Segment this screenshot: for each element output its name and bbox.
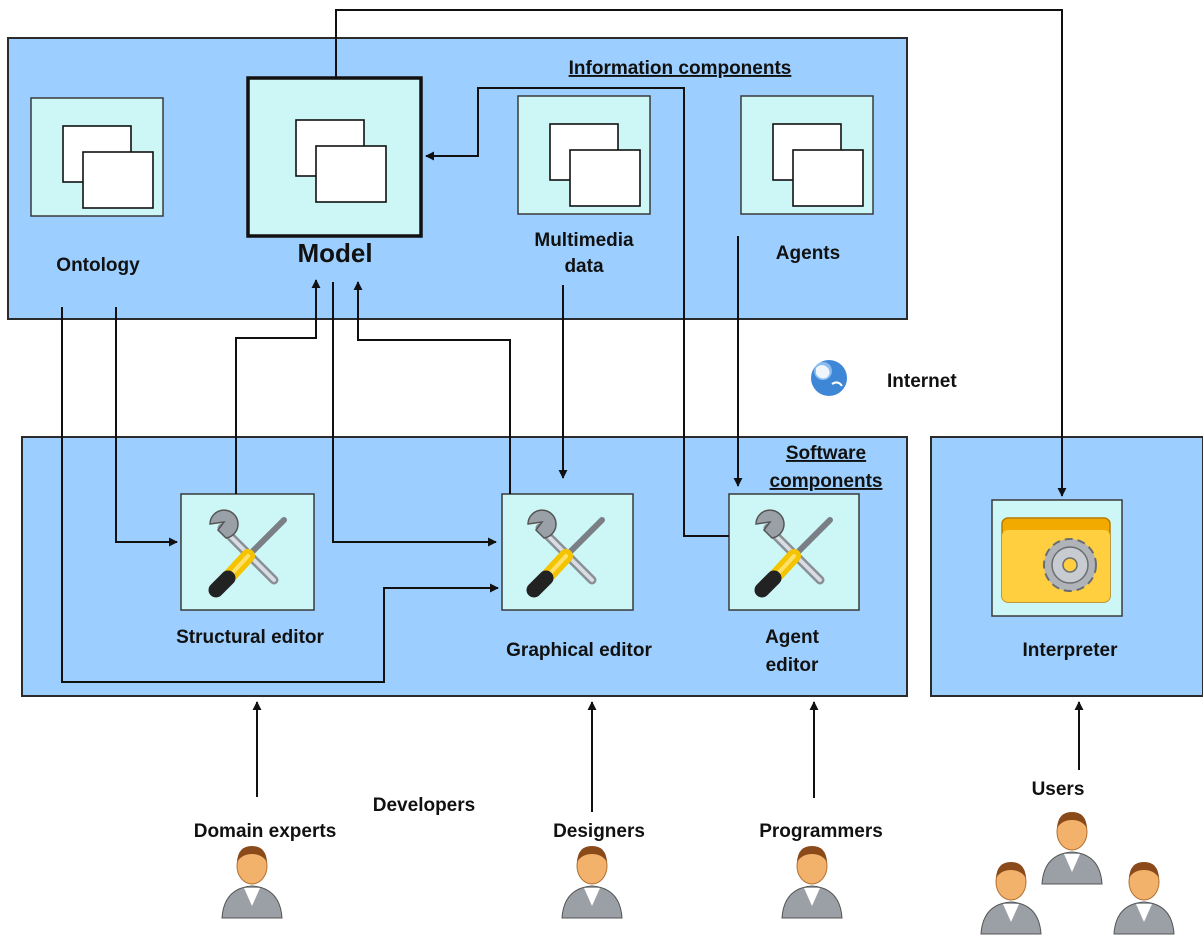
- internet-label: Internet: [887, 371, 957, 392]
- multimedia-label-line2: data: [564, 256, 604, 277]
- user-person-icon: [1113, 861, 1175, 935]
- domain-experts-label: Domain experts: [194, 821, 337, 842]
- interpreter-label: Interpreter: [1022, 640, 1118, 661]
- software-components-title-line1: Software: [786, 443, 866, 464]
- graphical-editor-label: Graphical editor: [506, 640, 652, 661]
- ontology-to-structural-editor-arrow: [115, 307, 178, 547]
- graphical-editor-node: [501, 493, 634, 611]
- structural-editor-label: Structural editor: [176, 627, 324, 648]
- folder-gear-icon: [1001, 517, 1111, 603]
- ontology-node: [30, 97, 164, 217]
- programmer-person-icon: [781, 845, 843, 919]
- multimedia-node: [517, 95, 651, 215]
- model-to-interpreter-arrow: [335, 9, 1067, 497]
- agents-label: Agents: [776, 243, 840, 264]
- agent-editor-label-line2: editor: [766, 655, 819, 676]
- model-node: [246, 76, 423, 238]
- structural-editor-node: [180, 493, 315, 611]
- domain-expert-person-icon: [221, 845, 283, 919]
- globe-icon: [811, 360, 847, 396]
- model-label: Model: [297, 238, 372, 268]
- agent-editor-node: [728, 493, 860, 611]
- interpreter-node: [991, 499, 1123, 617]
- developers-label: Developers: [373, 795, 475, 816]
- designers-label: Designers: [553, 821, 645, 842]
- agent-editor-to-model-arrow: [425, 87, 729, 537]
- multimedia-label-line1: Multimedia: [534, 230, 634, 251]
- users-label: Users: [1032, 779, 1085, 800]
- ontology-to-graphical-editor-arrow: [61, 307, 499, 683]
- ontology-label: Ontology: [56, 255, 140, 276]
- model-to-graphical-editor-arrow: [332, 282, 497, 547]
- information-components-title: Information components: [569, 58, 792, 79]
- agent-editor-label-line1: Agent: [765, 627, 820, 648]
- user-person-icon: [980, 861, 1042, 935]
- graphical-editor-to-model-arrow: [353, 281, 511, 494]
- structural-editor-to-model-arrow: [235, 279, 321, 494]
- designer-person-icon: [561, 845, 623, 919]
- programmers-label: Programmers: [759, 821, 883, 842]
- software-components-title-line2: components: [770, 471, 883, 492]
- user-person-icon: [1041, 811, 1103, 885]
- agents-node: [740, 95, 874, 215]
